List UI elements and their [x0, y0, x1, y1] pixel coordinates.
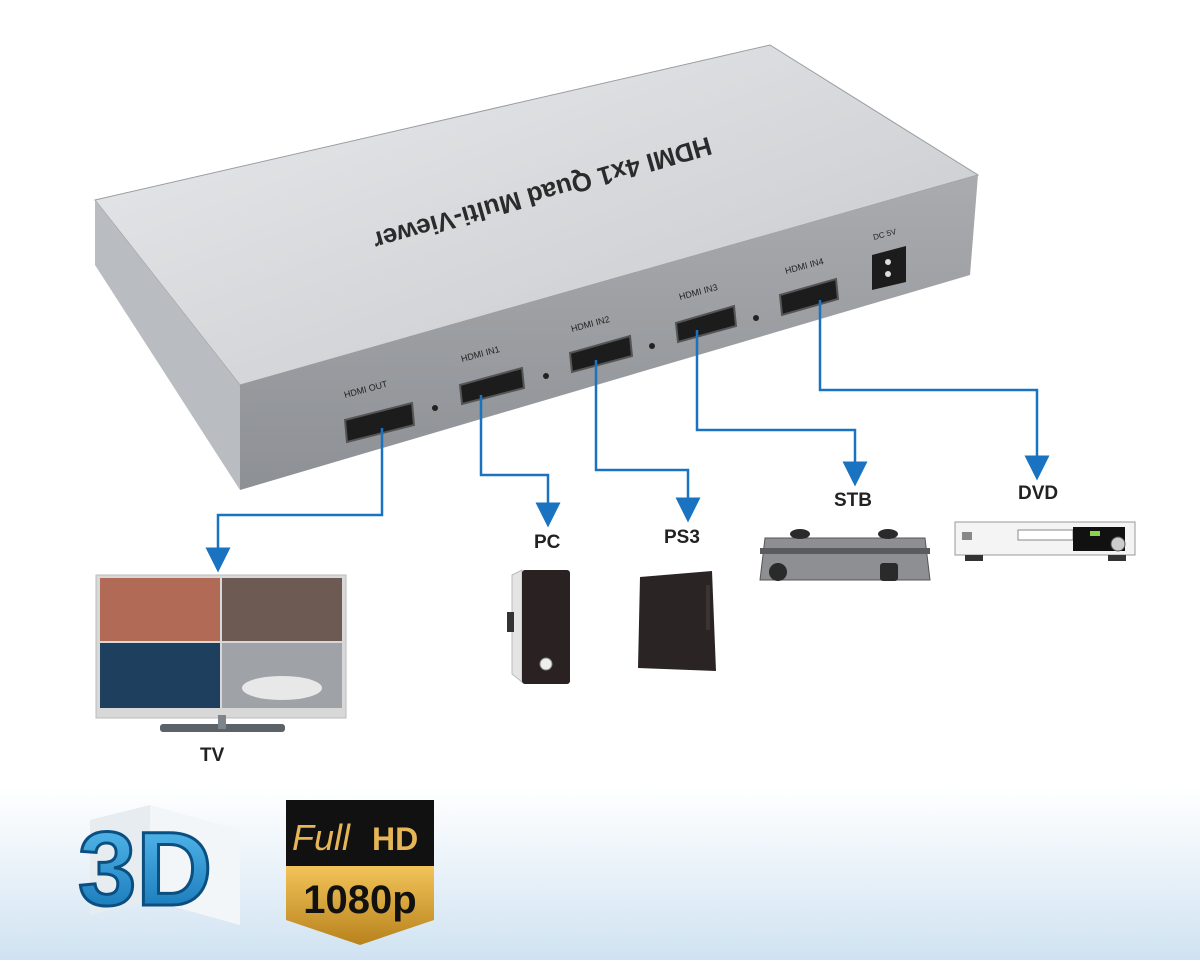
svg-text:1080p: 1080p — [303, 878, 416, 922]
line-out-tv — [205, 428, 384, 573]
full-hd-badge: Full HD 1080p — [286, 800, 434, 945]
stb-label: STB — [834, 490, 872, 511]
connector-lines — [205, 300, 1050, 573]
3d-text: 3D — [78, 811, 212, 928]
line-in1-pc — [479, 395, 561, 528]
pc-icon — [507, 569, 570, 684]
line-in4-dvd — [818, 300, 1050, 481]
ps3-label: PS3 — [664, 527, 700, 548]
line-in2-ps3 — [594, 360, 701, 523]
svg-text:HD: HD — [372, 821, 418, 857]
dvd-label: DVD — [1018, 483, 1059, 504]
tv-icon — [95, 574, 347, 732]
power-jack: DC 5V — [872, 227, 906, 290]
svg-text:Full: Full — [292, 817, 351, 858]
dvd-icon — [954, 521, 1136, 561]
ps3-icon — [638, 571, 716, 671]
pc-label: PC — [534, 532, 561, 553]
3d-badge: 3D — [77, 805, 240, 930]
stb-icon — [759, 529, 931, 581]
multi-viewer-device: HDMI 4x1 Quad Multi-Viewer HDMI OUT HDMI… — [94, 44, 980, 490]
tv-label: TV — [200, 745, 225, 766]
line-in3-stb — [695, 330, 868, 487]
